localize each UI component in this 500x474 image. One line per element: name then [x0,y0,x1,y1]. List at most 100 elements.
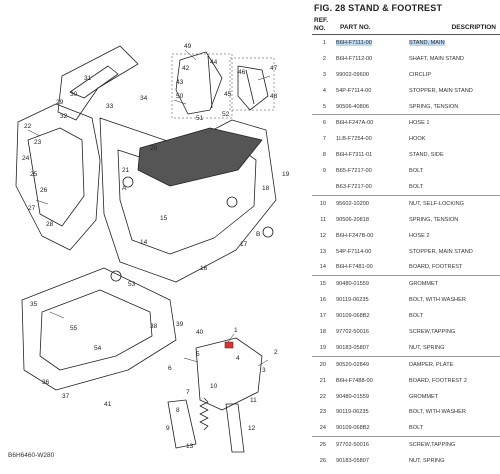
ref-number: 21 [319,377,326,384]
part-number: 90109-068B2 [336,425,370,432]
part-number: B63-F7217-00 [336,184,372,191]
callout-number: 40 [196,329,204,336]
column-header-part: PART NO. [340,24,371,31]
ref-number: 6 [322,120,326,127]
part-number: 90119-06235 [336,297,369,304]
column-header-ref: REF. NO. [314,17,336,32]
part-number: B6H-F7488-00 [336,377,373,384]
part-description: NUT, SPRING [409,344,445,351]
part-description: CIRCLIP [409,71,432,78]
part-description: BOLT [409,313,424,320]
side-stand [167,399,197,449]
part-description: BOLT [409,425,424,432]
part-description: SCREW,TAPPING [409,442,456,449]
callout-number: 15 [160,215,168,222]
callout-number: 7 [186,389,190,396]
column-header-ref-line2: NO. [314,24,326,32]
under-cover-inner [39,289,153,371]
part-number: 90506-20818 [336,216,369,223]
part-number: 90119-06235 [336,409,369,416]
ref-number: 5 [322,103,326,110]
callout-number: 26 [40,187,48,194]
parts-row[interactable]: 11 90506-20818 SPRING, TENSION [312,212,500,228]
ref-number: 7 [322,136,326,143]
callout-number: 34 [140,95,148,102]
figure-title: FIG. 28 STAND & FOOTREST [314,3,443,13]
part-description: SPRING, TENSION [409,216,459,223]
callout-number: 16 [200,265,208,272]
callout-number: 24 [22,155,30,162]
callout-number: 50 [176,93,184,100]
callout-number: 52 [222,111,230,118]
parts-row[interactable]: 7 1LB-F7254-00 HOOK [312,131,500,147]
highlight-marker [224,341,234,349]
parts-row[interactable]: 22 90480-01559 GROMMET [312,389,500,405]
part-number: 90480-01559 [336,393,369,400]
part-number: B6H-F7481-00 [336,264,373,271]
callout-number: 1 [234,327,238,334]
part-description: GROMMET [409,281,439,288]
part-description: BOARD, FOOTREST [409,264,463,271]
part-number: B6H-F7311-01 [336,152,373,159]
ref-number: 17 [319,313,326,320]
part-number: B6H-F247B-00 [336,232,374,239]
callout-number: 45 [224,91,232,98]
figure-code: B6H6460-W280 [8,452,55,459]
ref-number: 8 [322,152,326,159]
callout-number: 20 [150,145,158,152]
callout-number: 51 [196,115,204,122]
part-description: NUT, SELF-LOCKING [409,200,465,207]
ref-number: 24 [319,425,326,432]
part-description: HOSE 2 [409,232,430,239]
callout-number: 12 [248,425,256,432]
callout-number: 35 [30,301,38,308]
callout-number: 3 [262,367,266,374]
part-description: GROMMET [409,393,439,400]
callout-number: 8 [176,407,180,414]
callout-number: B [256,231,260,238]
callout-number: 33 [106,103,114,110]
ref-number: 11 [320,216,326,223]
part-number: B65-F7217-00 [336,168,372,175]
part-description: HOOK [409,136,426,143]
callout-number: 21 [122,167,130,174]
part-description: STOPPER, MAIN STAND [409,248,473,255]
callout-number: 46 [238,69,246,76]
part-description: STAND, SIDE [409,152,444,159]
part-number: 90506-40806 [336,103,369,110]
parts-row[interactable]: 24 90109-068B2 BOLT [312,420,500,436]
callout-number: 10 [210,383,218,390]
callout-number: 27 [28,205,36,212]
part-number: 54P-F7114-00 [336,248,372,255]
side-stand-bracket [175,51,223,115]
part-number: 90480-01559 [336,281,369,288]
parts-row[interactable]: 8 B6H-F7311-01 STAND, SIDE [312,147,500,163]
part-description: SHAFT, MAIN STAND [409,55,464,62]
ref-number: 22 [319,393,326,400]
part-description: BOLT [409,168,424,175]
part-number: 1LB-F7254-00 [336,136,372,143]
